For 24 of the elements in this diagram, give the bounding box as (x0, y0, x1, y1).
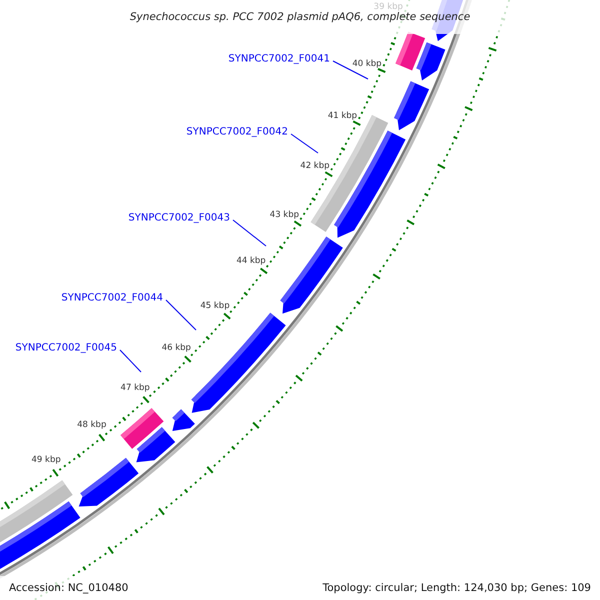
gene-label: SYNPCC7002_F0041 (228, 54, 330, 64)
title: Synechococcus sp. PCC 7002 plasmid pAQ6, complete sequence (130, 11, 470, 23)
scale-label: 46 kbp (162, 342, 191, 353)
leader-line (332, 60, 368, 80)
scale-label: 44 kbp (236, 256, 266, 266)
scale-label: 39 kbp (374, 2, 403, 12)
scale-label: 43 kbp (270, 210, 300, 220)
footer-text: Accession: NC_010480 (9, 582, 128, 594)
scale-label: 45 kbp (200, 300, 230, 311)
footer-text: Topology: circular; Length: 124,030 bp; Genes: 109 (322, 582, 591, 594)
leader-line (290, 134, 318, 154)
leader-line (232, 220, 266, 246)
scale-label: 40 kbp (352, 59, 382, 70)
scale-label: 48 kbp (77, 420, 106, 430)
gene-label: SYNPCC7002_F0043 (128, 212, 230, 224)
gene-label: SYNPCC7002_F0042 (186, 126, 288, 138)
scale-label: 47 kbp (120, 382, 150, 393)
scale-label: 42 kbp (300, 161, 330, 172)
gene-label: SYNPCC7002_F0045 (15, 342, 117, 354)
leader-line (166, 300, 196, 330)
gene-label: SYNPCC7002_F0044 (61, 292, 163, 304)
scale-label: 49 kbp (32, 454, 61, 465)
leader-line (120, 350, 142, 372)
scale-label: 41 kbp (328, 110, 358, 121)
